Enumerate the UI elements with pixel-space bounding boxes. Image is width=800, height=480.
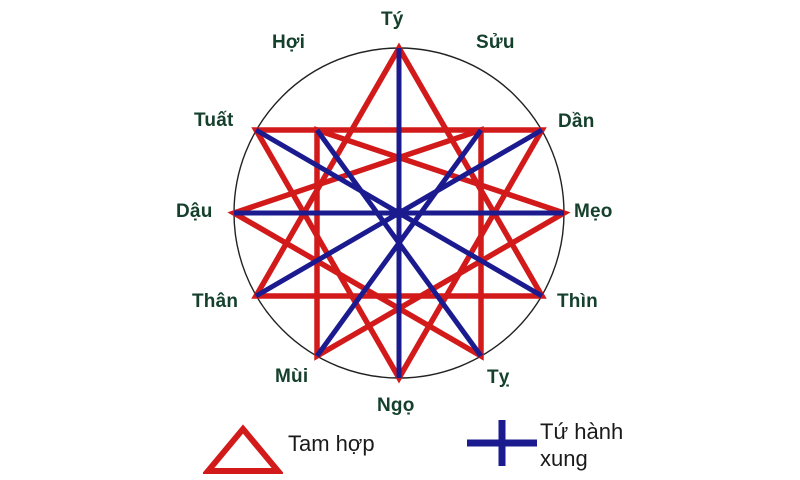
legend-label-tu-hanh-xung-line2: xung bbox=[540, 446, 588, 471]
tu-hanh-xung-line bbox=[314, 128, 484, 358]
zodiac-label-6: Ngọ bbox=[377, 395, 415, 416]
zodiac-label-8: Thân bbox=[192, 291, 239, 312]
zodiac-label-10: Tuất bbox=[194, 110, 234, 131]
zodiac-label-7: Mùi bbox=[275, 366, 309, 387]
center-dot bbox=[393, 207, 405, 219]
tam-hop-triangle bbox=[314, 126, 571, 361]
zodiac-label-2: Dần bbox=[558, 111, 595, 132]
tam-hop-triangle bbox=[227, 126, 484, 361]
triangle-shape bbox=[203, 424, 283, 474]
zodiac-label-0: Tý bbox=[381, 9, 404, 30]
zodiac-label-11: Hợi bbox=[272, 32, 306, 53]
legend-label-tam-hop: Tam hợp bbox=[288, 431, 375, 456]
plus-cross-icon bbox=[467, 420, 537, 466]
triangle-outline-icon bbox=[203, 424, 283, 474]
legend-label-tu-hanh-xung-line1: Tứ hành bbox=[540, 419, 624, 444]
zodiac-label-5: Tỵ bbox=[487, 367, 510, 388]
wheel-center-hub bbox=[393, 207, 405, 219]
zodiac-label-4: Thìn bbox=[557, 291, 598, 312]
zodiac-label-9: Dậu bbox=[176, 201, 213, 222]
zodiac-label-3: Mẹo bbox=[574, 201, 613, 222]
zodiac-label-1: Sửu bbox=[476, 32, 515, 53]
